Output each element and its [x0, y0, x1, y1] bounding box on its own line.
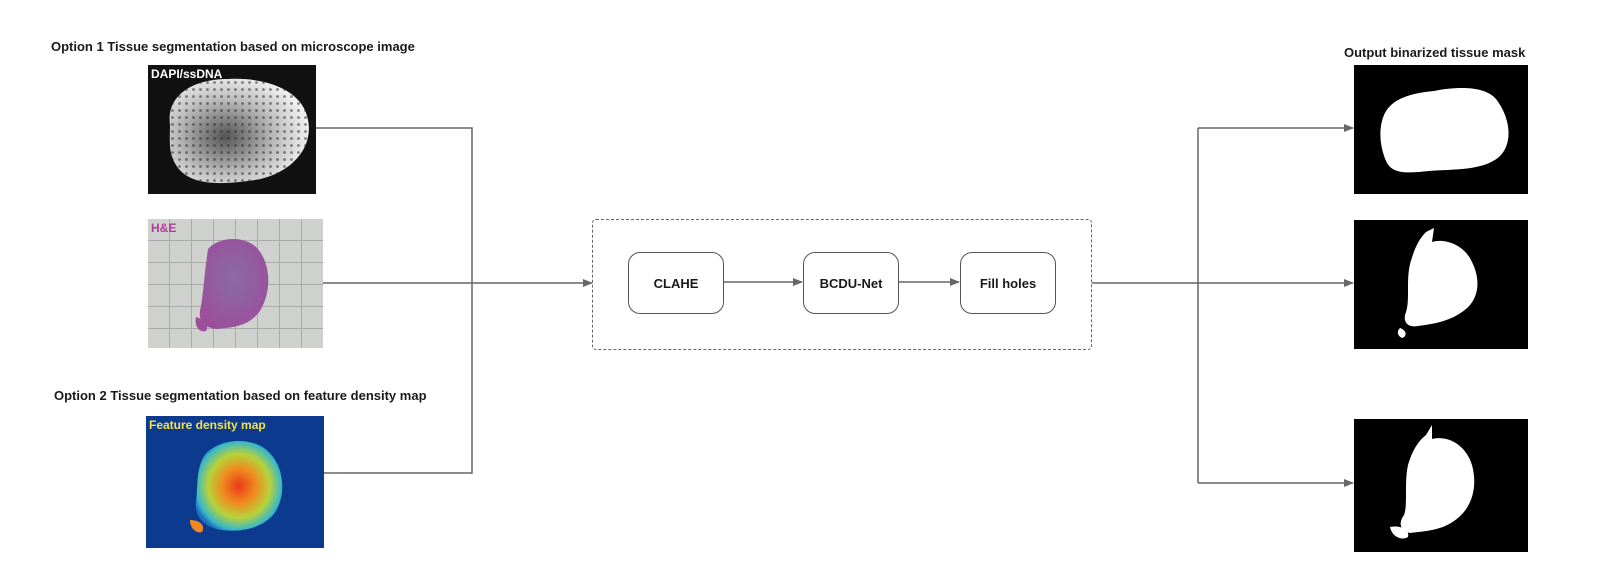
option2-heading: Option 2 Tissue segmentation based on fe… [54, 388, 427, 403]
density-label: Feature density map [149, 418, 266, 432]
connector-dapi [316, 127, 473, 474]
mask-shape-2 [1397, 228, 1478, 338]
output-mask-1 [1354, 65, 1528, 194]
dapi-tissue-graphic [169, 78, 309, 184]
dapi-label: DAPI/ssDNA [151, 67, 223, 81]
he-label: H&E [151, 221, 177, 235]
mask-shape-3 [1390, 425, 1475, 539]
dapi-image: DAPI/ssDNA [148, 65, 316, 194]
he-image: H&E [148, 219, 323, 348]
pipeline-container [592, 219, 1092, 350]
output-mask-2 [1354, 220, 1528, 349]
option1-heading: Option 1 Tissue segmentation based on mi… [51, 39, 415, 54]
output-heading: Output binarized tissue mask [1344, 45, 1526, 60]
clahe-node: CLAHE [628, 252, 724, 314]
fill-holes-node: Fill holes [960, 252, 1056, 314]
he-tissue-graphic [148, 219, 323, 348]
bcdu-net-node: BCDU-Net [803, 252, 899, 314]
density-image: Feature density map [146, 416, 324, 548]
density-heatmap-graphic [190, 441, 283, 533]
mask-shape-1 [1380, 88, 1509, 173]
output-mask-3 [1354, 419, 1528, 552]
